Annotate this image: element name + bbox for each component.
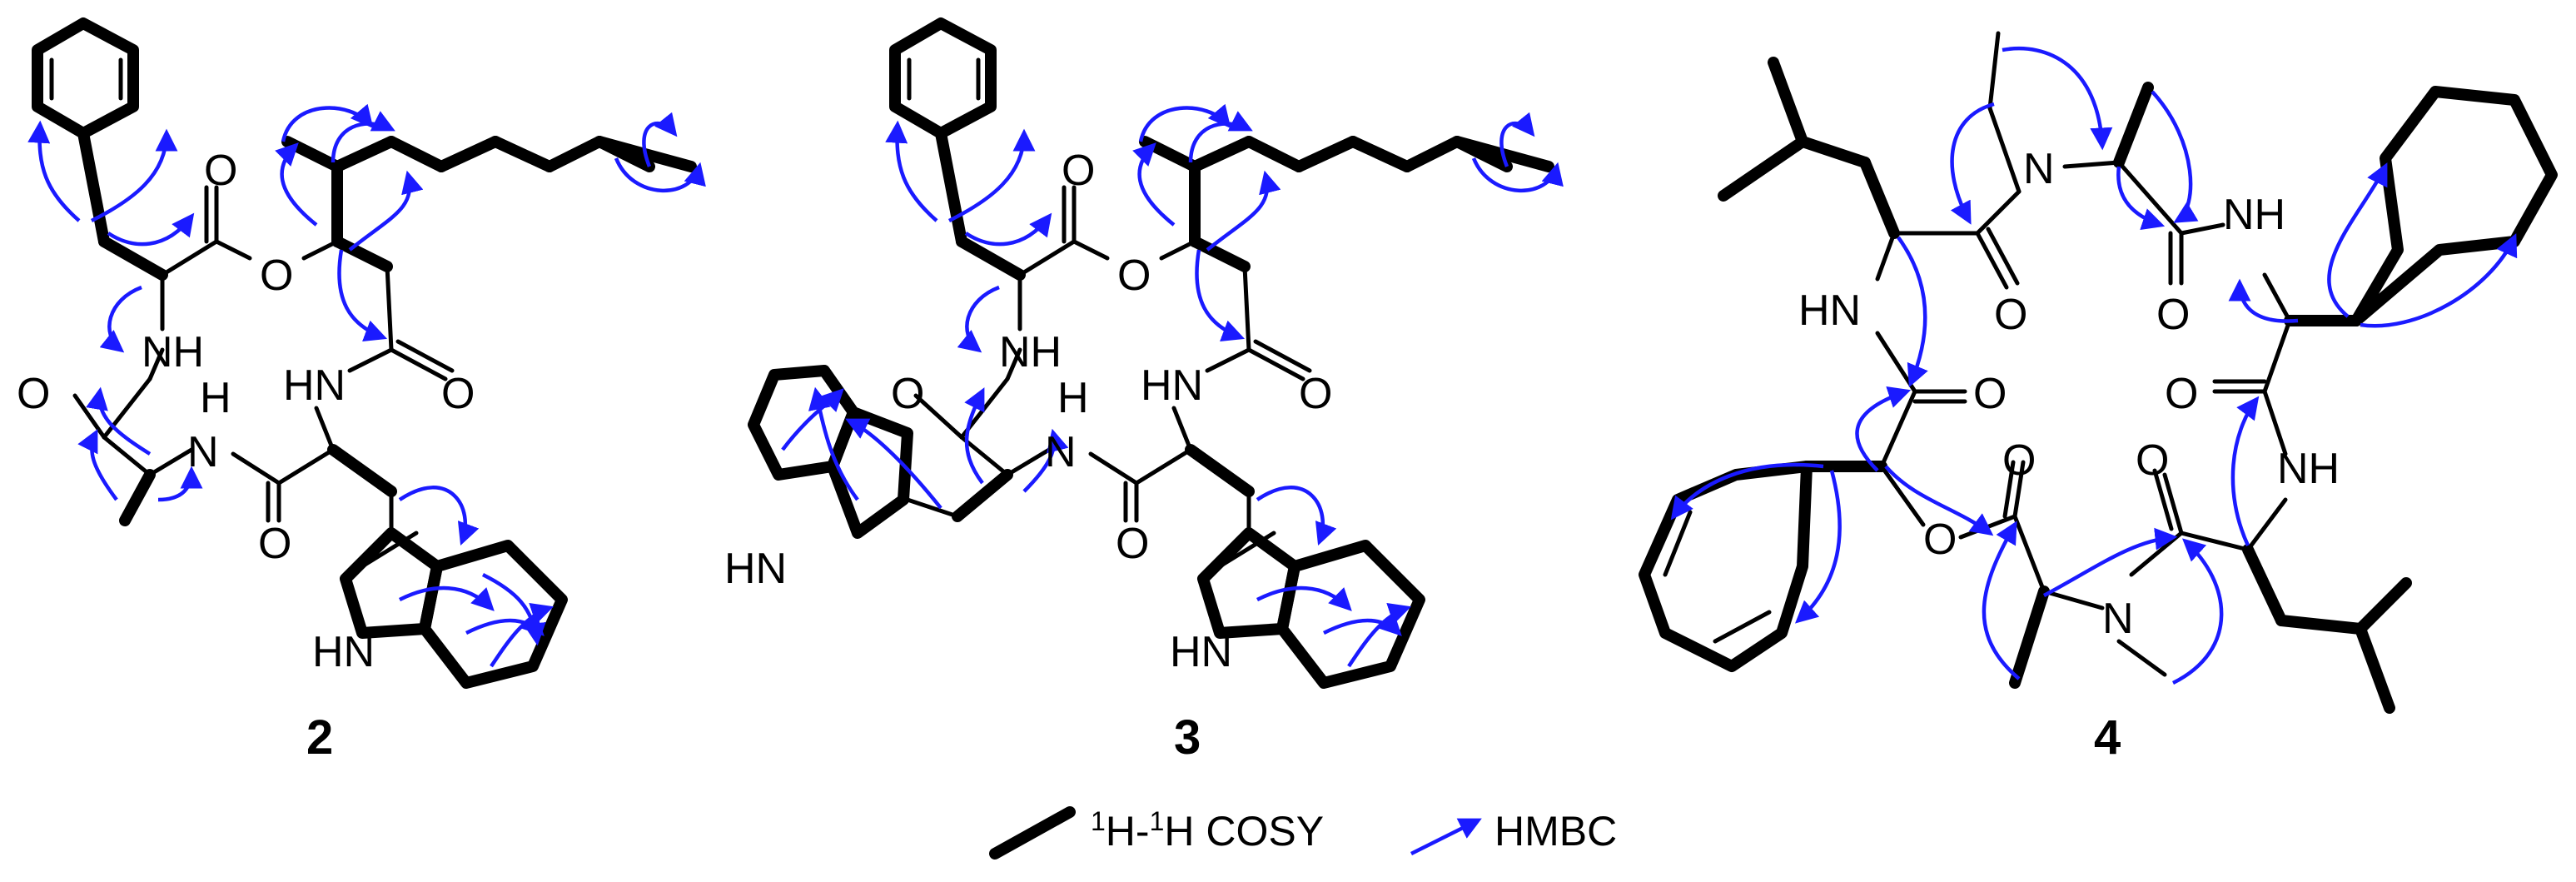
compound-3-hmbc-arrows — [781, 103, 1564, 668]
compound-2-amide-oxygen-right: O — [441, 370, 475, 418]
compound-2-h-label: H — [200, 374, 231, 422]
compound-2-indole — [340, 527, 568, 689]
compound-4-nh-right: NH — [2277, 445, 2340, 493]
compound-2-carbonyl-oxygen: O — [204, 147, 237, 195]
compound-3-indole-left-hn: HN — [724, 545, 787, 593]
compound-3-amide-oxygen-bottom: O — [1116, 520, 1149, 568]
compound-2-n-label: N — [187, 428, 219, 476]
compound-4-hmbc-arrows — [1670, 46, 2518, 685]
compound-4-label: 4 — [2094, 710, 2121, 765]
compound-3-indole-left — [748, 365, 960, 539]
compound-4-n-top: N — [2023, 145, 2055, 193]
compound-3-hn-label: HN — [1141, 361, 1203, 410]
compound-3-ester-oxygen: O — [1117, 252, 1151, 300]
compound-2-nh-label: NH — [142, 328, 204, 376]
compound-3-indole-right — [1197, 527, 1425, 689]
legend-hmbc-swatch — [1410, 818, 1482, 856]
legend-cosy-swatch — [989, 806, 1076, 860]
compound-2-hmbc-arrows — [27, 103, 706, 668]
compound-4-phenyl-right — [2350, 86, 2558, 326]
compound-3-h-label: H — [1057, 374, 1089, 422]
compound-2-phenyl-ring — [32, 17, 139, 139]
compound-2-backbone — [72, 127, 697, 536]
legend-hmbc-label: HMBC — [1494, 808, 1617, 855]
compound-3-label: 3 — [1174, 710, 1201, 765]
compound-4-oxygen-right: O — [2165, 370, 2198, 418]
compound-2-hn-label: HN — [283, 361, 346, 410]
compound-3-structure: O O NH O O HN H N O HN HN 3 — [724, 17, 1564, 765]
compound-2-ester-oxygen: O — [260, 252, 293, 300]
compound-3-n-label: N — [1045, 428, 1077, 476]
compound-4-nh-top-right: NH — [2223, 191, 2285, 239]
legend: 1H-1H COSY HMBC — [989, 806, 1617, 860]
compound-4-hn-left: HN — [1798, 287, 1861, 335]
compound-3-amide-oxygen-left: O — [891, 370, 924, 418]
compound-4-phenyl-left — [1639, 461, 1813, 672]
compound-2-label: 2 — [306, 710, 333, 765]
compound-2-amide-oxygen-bottom: O — [258, 520, 291, 568]
compound-3-carbonyl-oxygen: O — [1062, 147, 1095, 195]
compound-2-structure: O O NH O O HN H N O HN 2 — [17, 17, 706, 765]
compound-4-amide-carbonyl-oxygen: O — [2136, 436, 2169, 485]
compound-3-indole-right-hn: HN — [1170, 628, 1232, 676]
compound-4-n-bottom: N — [2102, 595, 2134, 643]
compound-4-ester-carbonyl-oxygen: O — [2002, 436, 2036, 485]
compound-2-indole-hn: HN — [312, 628, 375, 676]
compound-4-ester-oxygen: O — [1923, 516, 1957, 564]
compound-2-amide-oxygen-left: O — [17, 370, 50, 418]
legend-cosy-label: 1H-1H COSY — [1091, 806, 1324, 855]
compound-3-amide-oxygen-right: O — [1299, 370, 1332, 418]
compound-3-nh-label: NH — [999, 328, 1062, 376]
compound-4-oxygen-top-left: O — [1994, 291, 2027, 339]
compound-4-oxygen-top-right: O — [2156, 291, 2190, 339]
compound-4-structure: N O O NH HN O O NH O O O N 4 — [1639, 31, 2558, 765]
compound-3-phenyl-ring — [889, 17, 997, 139]
compound-4-backbone — [1718, 31, 2412, 714]
compound-4-oxygen-left: O — [1973, 370, 2007, 418]
